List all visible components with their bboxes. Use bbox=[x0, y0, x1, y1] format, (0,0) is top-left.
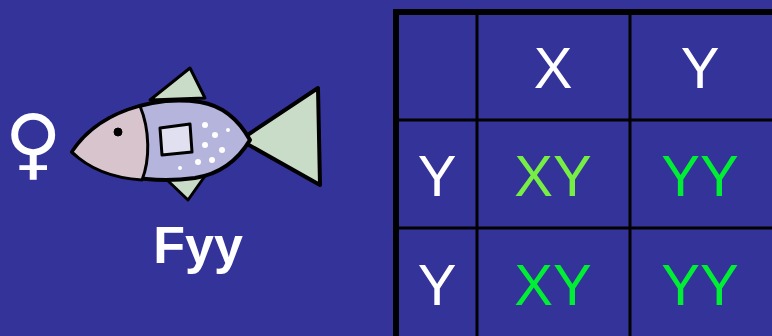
allele-header: X bbox=[534, 39, 573, 97]
offspring-cell: XY bbox=[514, 147, 591, 205]
allele-header: Y bbox=[681, 39, 720, 97]
offspring-cell: YY bbox=[661, 256, 738, 314]
offspring-cell: XY bbox=[514, 256, 591, 314]
allele-header: Y bbox=[418, 147, 457, 205]
female-symbol: ♀ bbox=[4, 104, 61, 182]
genotype-label: Fyy bbox=[153, 219, 243, 271]
punnett-grid bbox=[393, 10, 772, 336]
fish-illustration bbox=[72, 68, 320, 200]
allele-header: Y bbox=[418, 256, 457, 314]
offspring-cell: YY bbox=[661, 147, 738, 205]
